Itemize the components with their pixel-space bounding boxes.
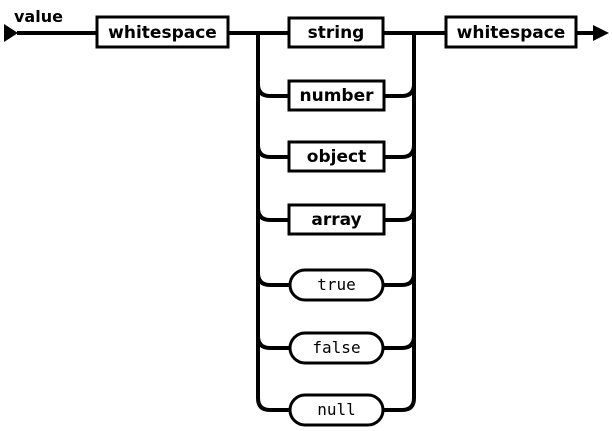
node-false-label: false	[312, 338, 360, 357]
node-string-label: string	[308, 23, 365, 43]
node-array-label: array	[311, 210, 361, 230]
end-arrow-icon	[593, 25, 609, 41]
rail-right-elbow-number	[384, 83, 416, 98]
start-marker-icon	[4, 24, 18, 42]
node-object-box	[287, 140, 386, 173]
rail-right-spine	[383, 33, 416, 412]
node-string-box	[287, 16, 385, 49]
rail-right-elbow-array	[384, 207, 416, 222]
rail-left-elbow-false	[256, 335, 290, 350]
node-null-label: null	[317, 400, 356, 419]
node-object-label: object	[307, 147, 366, 167]
node-whitespace-leading-label: whitespace	[108, 23, 217, 43]
node-number-box	[287, 79, 386, 112]
rail-left-elbow-number	[256, 83, 289, 98]
node-array[interactable]: array	[287, 203, 386, 236]
rail-left-spine	[256, 33, 290, 412]
node-null[interactable]: null	[288, 393, 385, 427]
rail-right-elbow-true	[383, 272, 416, 287]
node-true[interactable]: true	[288, 268, 385, 302]
node-number-label: number	[299, 86, 374, 106]
node-true-box	[288, 268, 385, 302]
node-whitespace-trailing-label: whitespace	[457, 23, 566, 43]
node-true-label: true	[317, 275, 356, 294]
rail-right-elbow-object	[384, 144, 416, 159]
rail-left-elbow-object	[256, 144, 289, 159]
node-whitespace-trailing[interactable]: whitespace	[444, 15, 578, 49]
node-array-box	[287, 203, 386, 236]
rail-left-elbow-array	[256, 207, 289, 222]
node-false[interactable]: false	[288, 331, 385, 365]
rail-left-elbow-true	[256, 272, 290, 287]
node-string[interactable]: string	[287, 16, 385, 49]
node-null-box	[288, 393, 385, 427]
diagram-title: value	[14, 7, 63, 26]
node-whitespace-leading[interactable]: whitespace	[95, 15, 230, 49]
node-false-box	[288, 331, 385, 365]
rail-right-elbow-false	[383, 335, 416, 350]
node-number[interactable]: number	[287, 79, 386, 112]
node-object[interactable]: object	[287, 140, 386, 173]
